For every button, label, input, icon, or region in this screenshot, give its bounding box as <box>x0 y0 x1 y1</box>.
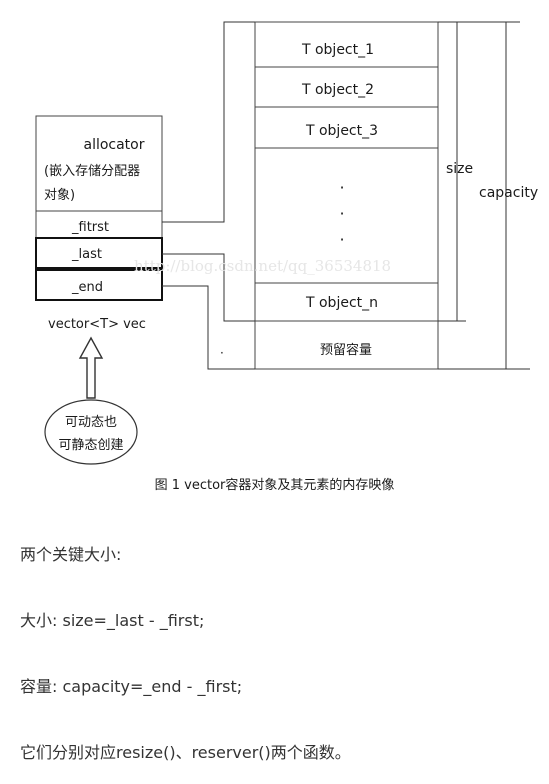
object-label: T object_n <box>305 295 378 311</box>
object-label: T object_3 <box>305 123 378 139</box>
up-arrow-icon <box>78 336 104 399</box>
paragraph: 大小: size=_last - _first; <box>20 611 205 630</box>
last-pointer-connector <box>162 253 255 322</box>
ellipsis-dot: · <box>339 204 344 223</box>
first-pointer-label: _fitrst <box>71 220 109 235</box>
last-pointer-box <box>35 237 163 269</box>
creation-note-line2: 可静态创建 <box>58 438 123 453</box>
creation-note-ellipse <box>44 399 138 465</box>
memory-column <box>254 21 439 370</box>
end-pointer-connector <box>162 285 255 370</box>
ellipsis-dot: · <box>339 230 344 249</box>
reserved-capacity-label: 预留容量 <box>320 342 372 358</box>
size-label: size <box>446 161 473 177</box>
creation-note-line1: 可动态也 <box>65 415 117 430</box>
capacity-label: capacity <box>479 185 538 201</box>
allocator-title: allocator <box>83 137 144 153</box>
paragraph: 容量: capacity=_end - _first; <box>20 677 243 696</box>
ellipsis-dot: · <box>339 178 344 197</box>
paragraph: 它们分别对应resize()、reserver()两个函数。 <box>20 743 351 762</box>
allocator-desc-line1: (嵌入存储分配器 <box>44 164 140 179</box>
dot-mark: · <box>220 346 224 360</box>
first-pointer-connector <box>162 21 255 223</box>
end-pointer-box <box>35 269 163 301</box>
watermark: http://blog.csdn.net/qq_36534818 <box>134 257 391 275</box>
end-pointer-label: _end <box>71 280 103 295</box>
object-label: T object_2 <box>301 82 374 98</box>
paragraph: 两个关键大小: <box>20 545 122 564</box>
last-pointer-label: _last <box>71 247 102 262</box>
vector-label: vector<T> vec <box>48 317 146 332</box>
object-label: T object_1 <box>301 42 374 58</box>
figure-caption: 图 1 vector容器对象及其元素的内存映像 <box>154 478 395 493</box>
memory-diagram: allocator (嵌入存储分配器 对象) _fitrst _last _en… <box>35 21 538 465</box>
allocator-desc-line2: 对象) <box>44 188 75 203</box>
